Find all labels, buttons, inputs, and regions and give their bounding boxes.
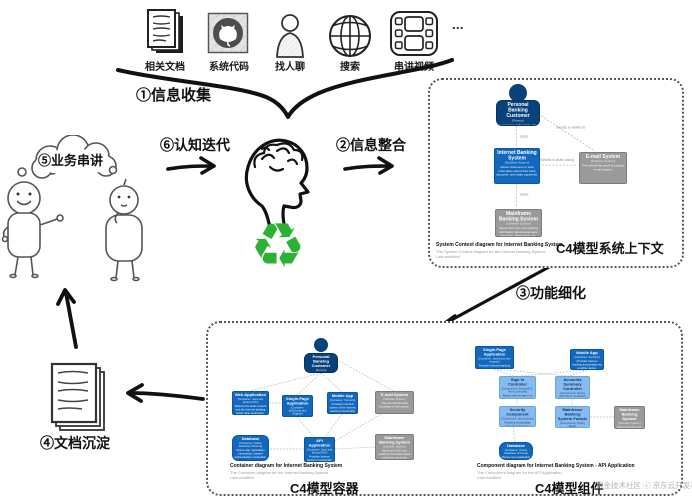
container-diagram-cn-label: C4模型容器 <box>290 481 359 496</box>
globe-label: 搜索 <box>340 62 360 73</box>
context-mainframe-system: Mainframe Banking System [Software Syste… <box>495 209 542 237</box>
container-email-system: E-mail System [Software System] The inte… <box>375 391 414 414</box>
component-accounts-controller: Accounts Summary Controller [Component: … <box>555 376 590 399</box>
people-talking-illustration <box>0 135 160 285</box>
component-mobile-app: Mobile App [Container: Xamarin] Provides… <box>570 349 604 370</box>
component-signin-controller: Sign In Controller [Component: Spring MV… <box>499 376 536 399</box>
svg-text:Sends e-mail using: Sends e-mail using <box>540 157 573 162</box>
video-icon <box>389 10 439 58</box>
github-label: 系统代码 <box>209 62 249 73</box>
c4-detail-panel: Personal Banking Customer [Person] Web A… <box>206 321 683 496</box>
video-label: 串讲视频 <box>394 62 434 73</box>
container-diagram-title: Container diagram for Internet Banking S… <box>230 463 343 469</box>
step-4-doc-settle: ④文档沉淀 <box>40 435 110 451</box>
documents-settle-icon <box>46 360 110 434</box>
component-mainframe-system: Mainframe Banking System [Software Syste… <box>614 406 645 429</box>
step-2-info-integration: ②信息整合 <box>336 137 406 153</box>
component-diagram-title: Component diagram for Internet Banking S… <box>477 463 635 469</box>
container-diagram-sub1: The Container diagram for the Internet B… <box>230 470 330 475</box>
watermark: 掘金技术社区 ⓒ 京东云开发者 <box>596 481 692 490</box>
container-diagram-sub2: Last modified <box>230 475 254 480</box>
context-diagram-sub2: Last modified <box>436 254 460 259</box>
documents-label: 相关文档 <box>145 62 185 73</box>
container-person-head <box>314 338 328 352</box>
step-6-cognitive-iteration: ⑥认知迭代 <box>160 137 230 153</box>
component-diagram-sub1: The Component diagram for the API Applic… <box>477 470 563 475</box>
container-mainframe-system: Mainframe Banking System [Software Syste… <box>375 434 414 460</box>
component-diagram-cn-label: C4模型组件 <box>535 481 604 496</box>
container-database: Database [Container: Oracle Database Sch… <box>232 435 269 461</box>
step-5-business-walkthrough: ⑤业务串讲 <box>38 153 104 168</box>
context-internet-banking-system: Internet Banking System [Software System… <box>494 148 540 184</box>
documents-icon <box>143 6 189 56</box>
container-web-app: Web Application [Container: Java and Spr… <box>232 391 269 415</box>
container-mobile-app: Mobile App [Container: Xamarin] Provides… <box>327 392 358 414</box>
github-icon <box>207 12 249 54</box>
context-diagram-sub1: The System Context diagram for the Inter… <box>436 249 547 254</box>
component-diagram-sub2: Last modified <box>477 475 501 480</box>
context-person: Personal Banking Customer [Person] A cus… <box>496 100 540 126</box>
c4-context-panel: Uses Sends e-mails to Sends e-mail using… <box>428 78 684 268</box>
svg-text:Sends e-mails to: Sends e-mails to <box>556 125 586 130</box>
step-1-info-collect: ①信息收集 <box>136 87 212 104</box>
brain-icon <box>240 125 330 235</box>
recycle-icon: ♻ <box>250 212 306 281</box>
container-api-app: API Application [Container: Java and Spr… <box>304 437 335 462</box>
context-email-system: E-mail System [Software System] The inte… <box>579 152 627 184</box>
container-person: Personal Banking Customer [Person] <box>304 353 338 373</box>
container-spa: Single-Page Application [Container: Java… <box>282 395 313 417</box>
component-database: Database [Container: Oracle Database Sch… <box>499 442 533 460</box>
svg-text:Uses: Uses <box>520 134 529 139</box>
context-person-head <box>509 84 527 102</box>
ellipsis-more: ... <box>452 16 464 32</box>
context-diagram-title: System Context diagram for Internet Bank… <box>436 242 563 248</box>
context-diagram-cn-label: C4模型系统上下文 <box>556 241 664 256</box>
component-security: Security Component [Component: Spring Be… <box>499 406 536 427</box>
person-label: 找人聊 <box>275 62 305 73</box>
globe-icon <box>327 13 373 59</box>
component-spa: Single-Page Application [Container: Java… <box>475 346 514 369</box>
svg-text:Uses: Uses <box>520 192 529 197</box>
step-3-function-refine: ③功能细化 <box>516 285 586 301</box>
person-icon <box>272 14 308 58</box>
component-mainframe-facade: Mainframe Banking System Facade [Compone… <box>555 406 590 428</box>
